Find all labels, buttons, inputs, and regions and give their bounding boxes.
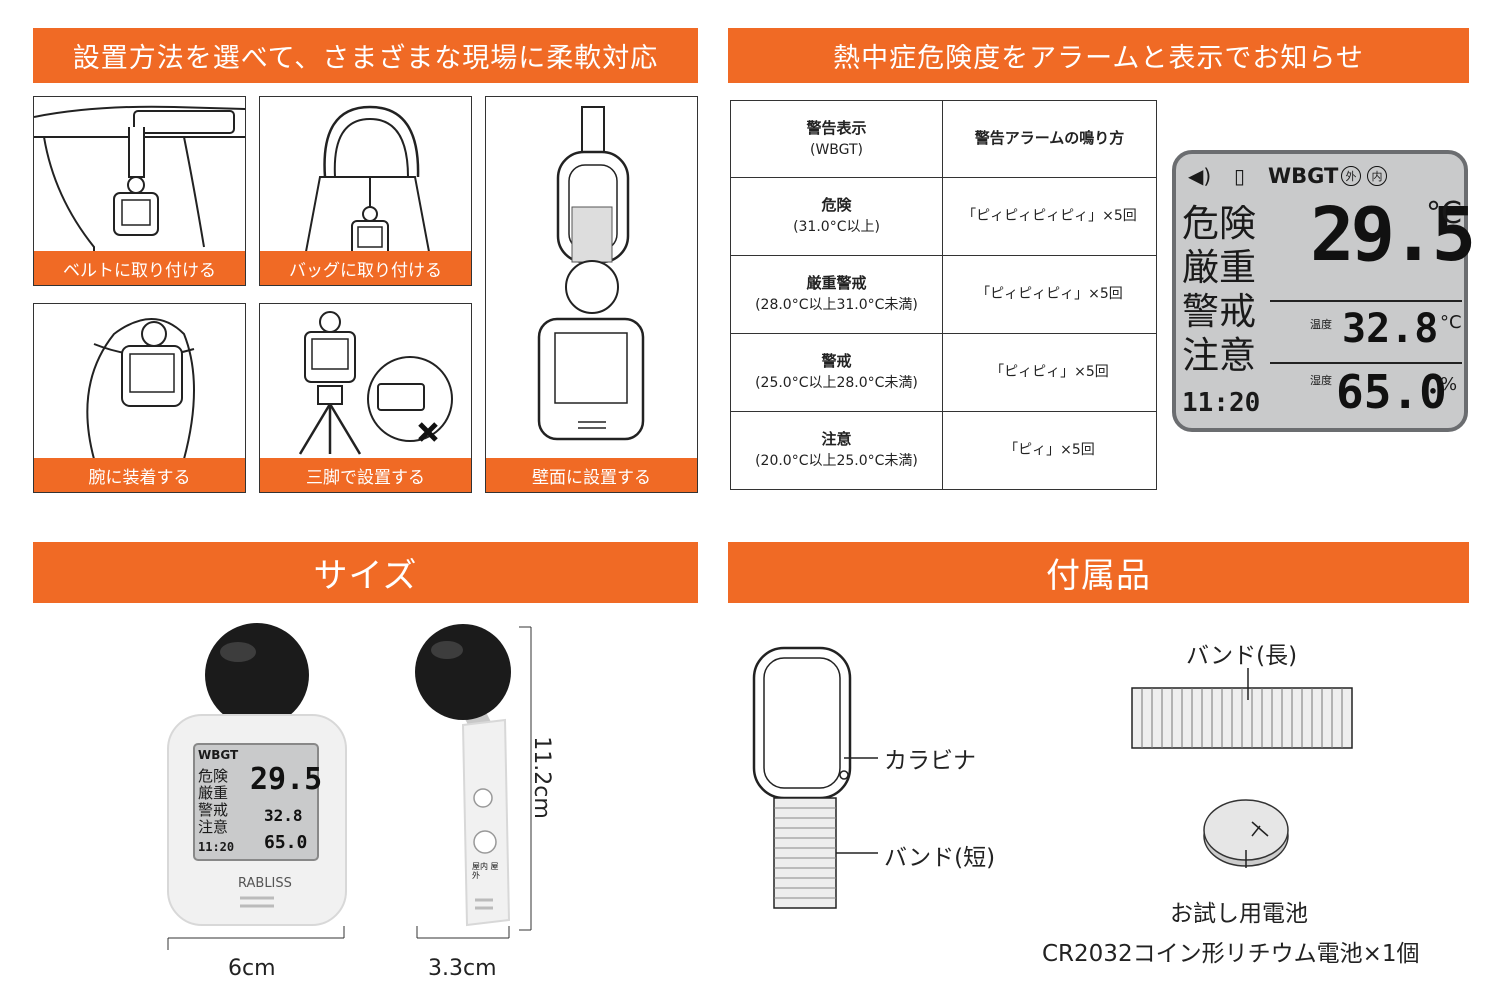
- install-arm-panel: 腕に装着する: [33, 303, 246, 493]
- front-level-caution: 注意: [198, 818, 229, 836]
- install-wall-panel: 壁面に設置する: [485, 96, 698, 493]
- header-alarm: 警告アラームの鳴り方: [942, 100, 1157, 178]
- level-name: 注意: [821, 430, 852, 449]
- bag-caption: バッグに取り付ける: [260, 251, 471, 285]
- side-button-label: 屋内 屋外: [472, 862, 499, 880]
- lcd-divider-2: [1270, 362, 1462, 364]
- lcd-level-danger: 危険: [1182, 202, 1256, 245]
- depth-dimension: 3.3cm: [428, 956, 497, 981]
- header-level-sub: (WBGT): [809, 141, 864, 158]
- accessories-banner-text: 付属品: [1046, 556, 1151, 596]
- lcd-level-caution: 注意: [1182, 334, 1256, 377]
- header-level: 警告表示 (WBGT): [730, 100, 943, 178]
- install-banner: 設置方法を選べて、さまざまな現場に柔軟対応: [33, 28, 698, 83]
- table-header-row: 警告表示 (WBGT) 警告アラームの鳴り方: [730, 100, 1157, 178]
- carabiner-label: カラビナ: [884, 748, 976, 774]
- level-range: (25.0°C以上28.0°C未満): [755, 375, 918, 392]
- front-level-warning: 警戒: [198, 801, 229, 819]
- level-cell: 危険 (31.0°C以上): [730, 177, 943, 256]
- table-row: 注意 (20.0°C以上25.0°C未満) 「ピィ」×5回: [730, 411, 1157, 490]
- level-cell: 厳重警戒 (28.0°C以上31.0°C未満): [730, 255, 943, 334]
- width-dimension: 6cm: [228, 956, 276, 981]
- lcd-divider: [1270, 300, 1462, 302]
- band-short-label: バンド(短): [884, 845, 996, 871]
- indoor-mark: 内: [1367, 166, 1387, 186]
- temp-label: 温度: [1310, 318, 1332, 331]
- level-range: (31.0°C以上): [793, 219, 880, 236]
- front-humidity-value: 65.0: [264, 832, 308, 853]
- humidity-unit: %: [1440, 374, 1458, 395]
- level-name: 危険: [821, 196, 852, 215]
- install-banner-text: 設置方法を選べて、さまざまな現場に柔軟対応: [72, 43, 659, 74]
- level-cell: 警戒 (25.0°C以上28.0°C未満): [730, 333, 943, 412]
- band-long-label: バンド(長): [1186, 643, 1298, 669]
- level-name: 警戒: [821, 352, 852, 371]
- table-row: 厳重警戒 (28.0°C以上31.0°C未満) 「ピィピィピィ」×5回: [730, 255, 1157, 334]
- arm-illustration: [86, 318, 195, 460]
- level-cell: 注意 (20.0°C以上25.0°C未満): [730, 411, 943, 490]
- table-row: 危険 (31.0°C以上) 「ピィピィピィピィ」×5回: [730, 177, 1157, 256]
- size-banner: サイズ: [33, 542, 698, 603]
- wall-caption: 壁面に設置する: [486, 458, 697, 492]
- alarm-banner-text: 熱中症危険度をアラームと表示でお知らせ: [833, 43, 1364, 74]
- install-belt-panel: ベルトに取り付ける: [33, 96, 246, 286]
- front-wbgt-value: 29.5: [250, 762, 323, 797]
- install-tripod-panel: 三脚で設置する: [259, 303, 472, 493]
- humidity-value: 65.0: [1336, 365, 1447, 419]
- size-banner-text: サイズ: [313, 556, 418, 596]
- front-level-severe: 厳重: [198, 784, 229, 802]
- front-temp-value: 32.8: [264, 806, 303, 825]
- wbgt-label: WBGT: [1268, 164, 1339, 188]
- height-dimension: 11.2cm: [528, 736, 554, 819]
- level-range: (28.0°C以上31.0°C未満): [755, 297, 918, 314]
- device-side-illustration: [415, 624, 532, 939]
- accessories-banner: 付属品: [728, 542, 1469, 603]
- warning-table: 警告表示 (WBGT) 警告アラームの鳴り方 危険 (31.0°C以上) 「ピィピ…: [730, 100, 1157, 490]
- header-level-title: 警告表示: [806, 118, 867, 137]
- lcd-level-severe: 厳重: [1182, 246, 1256, 289]
- bag-illustration: [303, 105, 432, 258]
- outdoor-mark: 外: [1341, 166, 1361, 186]
- battery-label: お試し用電池: [1170, 901, 1308, 927]
- humidity-label: 湿度: [1310, 374, 1332, 387]
- wbgt-value: 29.5: [1310, 192, 1476, 278]
- temp-unit: °C: [1440, 312, 1462, 333]
- alarm-cell: 「ピィ」×5回: [942, 411, 1157, 490]
- front-level-danger: 危険: [198, 767, 229, 785]
- battery-icon: ▯: [1234, 164, 1246, 188]
- temp-value: 32.8: [1342, 306, 1439, 352]
- alarm-cell: 「ピィピィ」×5回: [942, 333, 1157, 412]
- wbgt-unit: °C: [1426, 196, 1462, 231]
- belt-illustration: [34, 105, 245, 252]
- brand-logo: RABLISS: [238, 876, 292, 891]
- tripod-caption: 三脚で設置する: [260, 458, 471, 492]
- alarm-cell: 「ピィピィピィ」×5回: [942, 255, 1157, 334]
- speaker-icon: ◀): [1188, 164, 1212, 188]
- alarm-banner: 熱中症危険度をアラームと表示でお知らせ: [728, 28, 1469, 83]
- level-name: 厳重警戒: [806, 274, 867, 293]
- front-clock: 11:20: [198, 840, 235, 854]
- level-range: (20.0°C以上25.0°C未満): [755, 453, 918, 470]
- lcd-level-warning: 警戒: [1182, 290, 1256, 333]
- battery-spec-label: CR2032コイン形リチウム電池×1個: [1042, 941, 1420, 967]
- table-row: 警戒 (25.0°C以上28.0°C未満) 「ピィピィ」×5回: [730, 333, 1157, 412]
- device-front-illustration: [167, 623, 347, 950]
- belt-caption: ベルトに取り付ける: [34, 251, 245, 285]
- tripod-illustration: [298, 311, 453, 455]
- header-alarm-title: 警告アラームの鳴り方: [974, 129, 1125, 148]
- lcd-display: ◀) ▯ WBGT 外 内 危険 厳重 警戒 注意 29.5 °C 温度 32.…: [1172, 150, 1476, 432]
- front-wbgt-label: WBGT: [198, 748, 239, 762]
- accessories-illustration: [752, 646, 1353, 909]
- alarm-cell: 「ピィピィピィピィ」×5回: [942, 177, 1157, 256]
- arm-caption: 腕に装着する: [34, 458, 245, 492]
- clock-time: 11:20: [1182, 388, 1261, 418]
- wall-mount-illustration: [537, 106, 645, 441]
- install-bag-panel: バッグに取り付ける: [259, 96, 472, 286]
